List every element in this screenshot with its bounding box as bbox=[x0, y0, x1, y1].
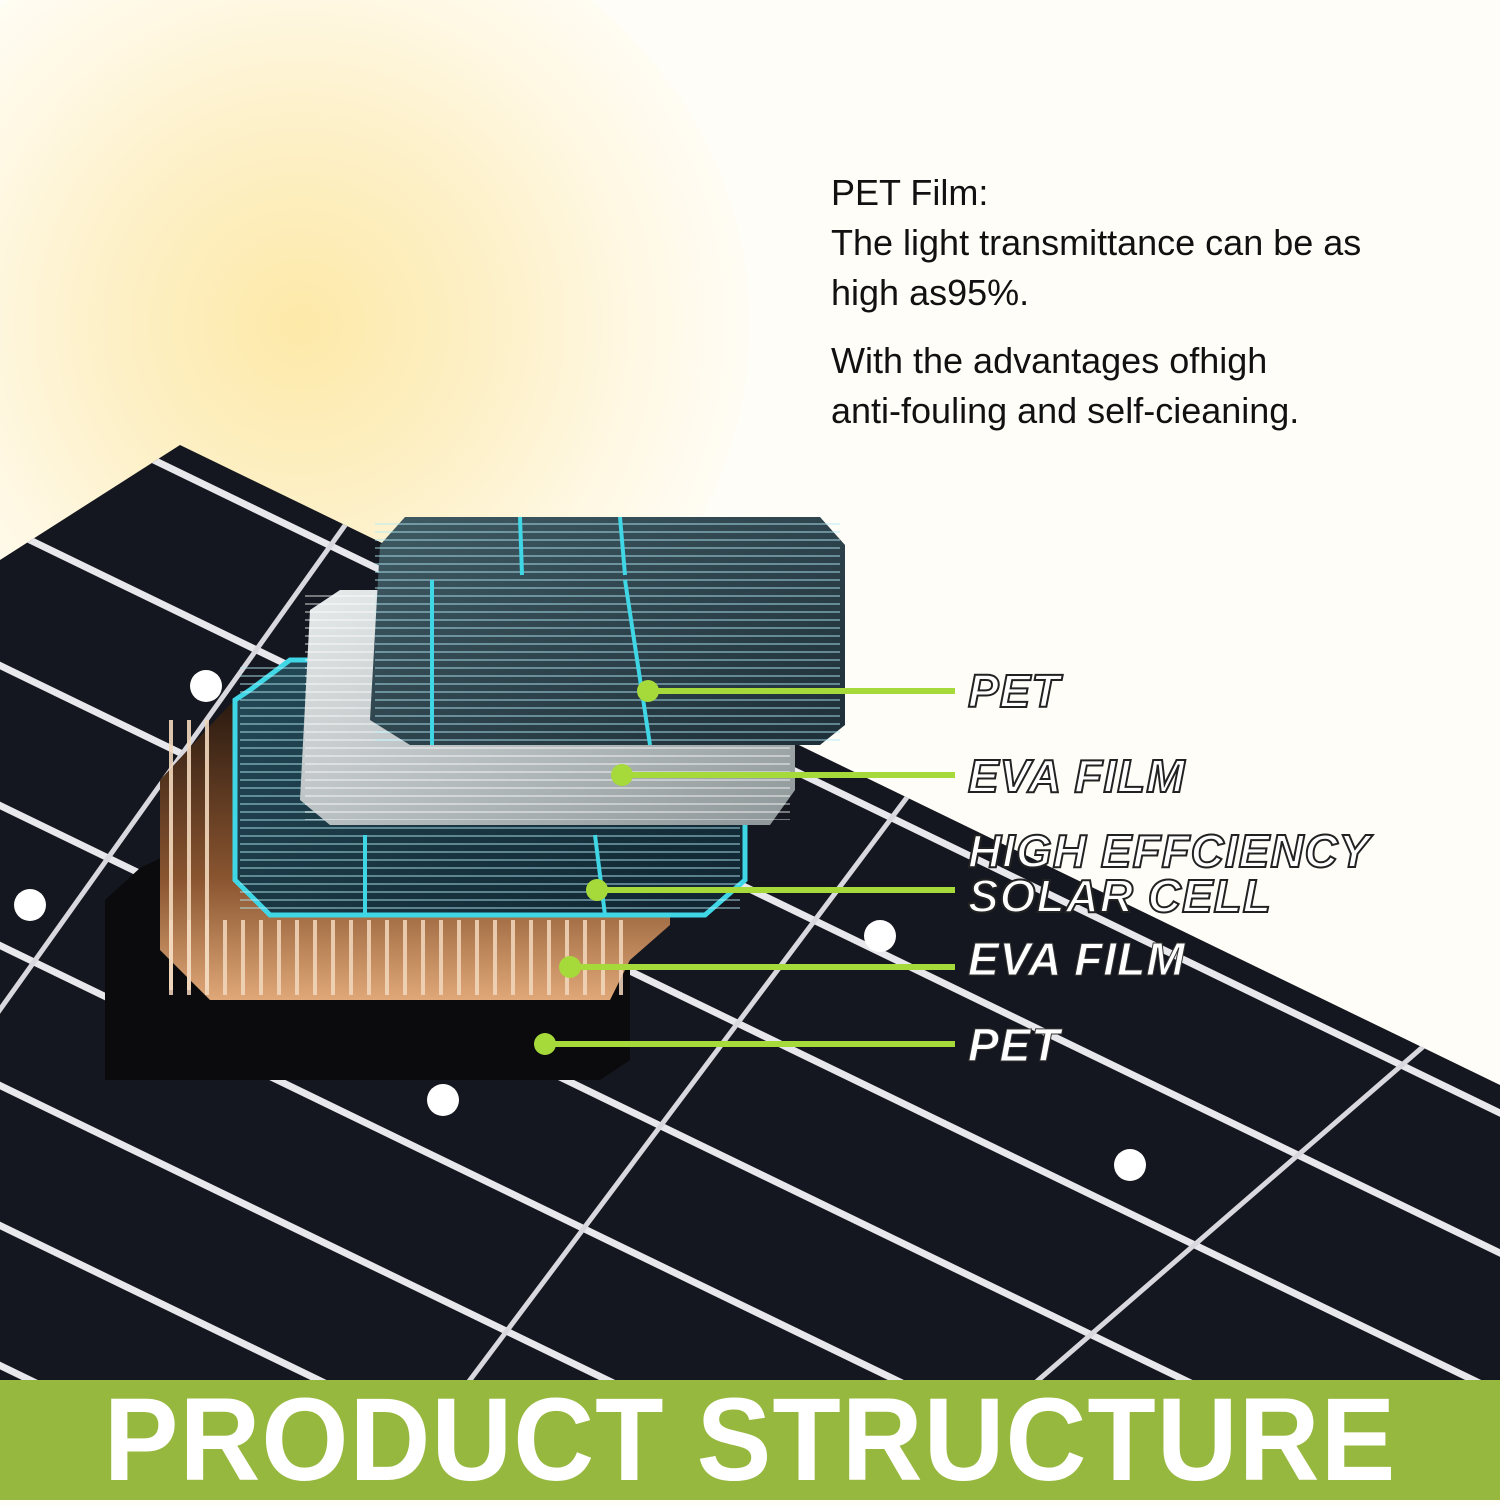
description-line: With the advantages ofhigh bbox=[831, 340, 1268, 381]
description-heading: PET Film: bbox=[831, 172, 989, 213]
leader-lines bbox=[534, 680, 955, 1055]
description-line: anti-fouling and self-cieaning. bbox=[831, 390, 1300, 431]
layer-label-solar-cell-line2: SOLAR CELL bbox=[967, 870, 1272, 922]
layer-label-eva-film-bottom: EVA FILM bbox=[968, 933, 1186, 985]
layer-stack bbox=[105, 516, 845, 1080]
layer-label-pet-top: PET bbox=[967, 665, 1061, 717]
description-line: The light transmittance can be as bbox=[831, 222, 1362, 263]
description-line: high as95%. bbox=[831, 272, 1030, 313]
layer-label-eva-film-top: EVA FILM bbox=[967, 750, 1186, 802]
title-banner: PRODUCT STRUCTURE bbox=[0, 1380, 1500, 1500]
layer-label-solar-cell-line1: HIGH EFFCIENCY bbox=[967, 825, 1371, 877]
banner-title: PRODUCT STRUCTURE bbox=[103, 1373, 1397, 1505]
layer-label-pet-bottom: PET bbox=[967, 1019, 1061, 1071]
pet-film-description: PET Film: The light transmittance can be… bbox=[831, 168, 1471, 436]
